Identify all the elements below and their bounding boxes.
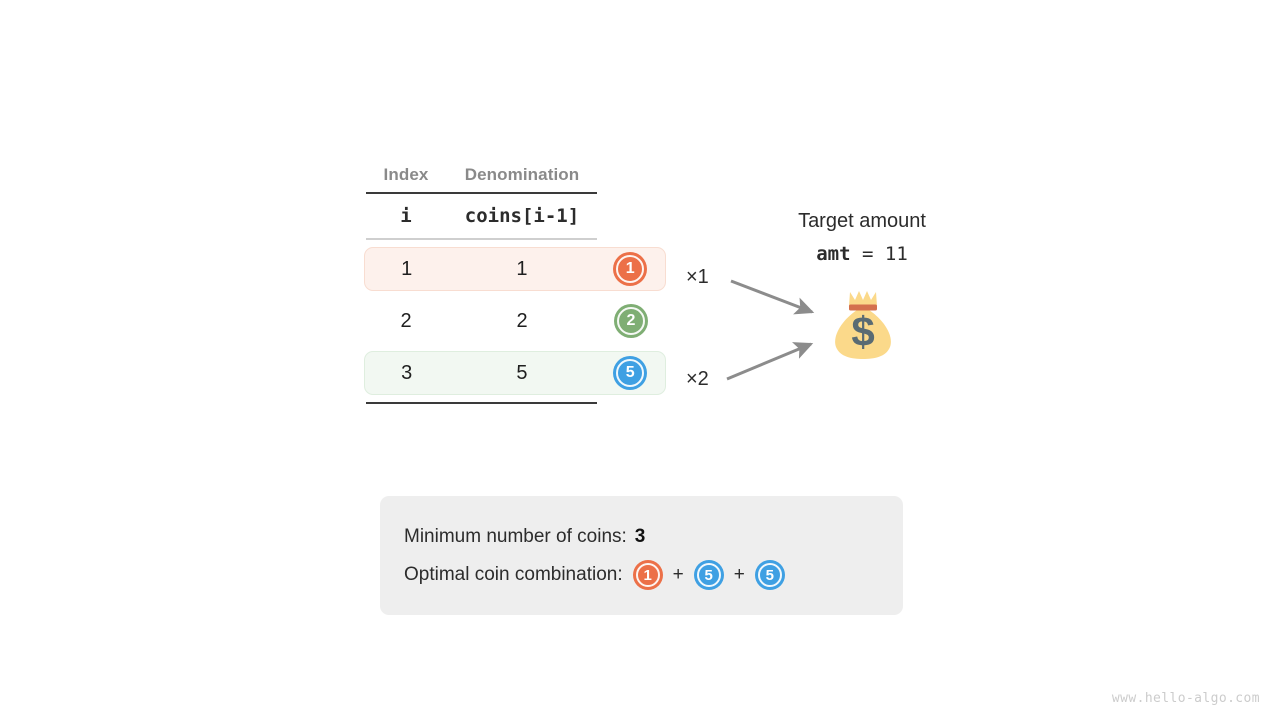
min-coins-value: 3 <box>634 526 646 547</box>
money-bag-icon: $ <box>828 288 898 360</box>
combination-coins: 1 + 5 + 5 <box>632 560 785 590</box>
target-amount-expression: amt = 11 <box>762 241 962 267</box>
cell-coin: 2 <box>596 304 666 338</box>
min-coins-label: Minimum number of coins: <box>404 526 627 547</box>
summary-min-coins-line: Minimum number of coins: 3 <box>404 518 879 556</box>
target-amount-block: Target amount amt = 11 <box>762 207 962 267</box>
bag-body <box>835 310 891 359</box>
coin-value: 1 <box>643 566 652 584</box>
plus-operator: + <box>733 564 745 585</box>
cell-index: 2 <box>400 309 412 332</box>
coin-icon: 2 <box>614 304 648 338</box>
table-bottom-rule <box>366 402 597 404</box>
combination-label: Optimal coin combination: <box>404 564 623 585</box>
table-top-rule <box>366 192 597 194</box>
coin-icon: 5 <box>693 560 724 590</box>
coin-value: 2 <box>626 312 636 329</box>
table-row[interactable]: 2 2 2 <box>364 299 666 343</box>
coin-icon: 1 <box>632 560 663 590</box>
arrow-coin-to-bag-2 <box>726 342 814 381</box>
summary-combination-line: Optimal coin combination: 1 + 5 + 5 <box>404 556 879 594</box>
summary-panel: Minimum number of coins: 3 Optimal coin … <box>380 496 903 615</box>
coin-icon: 5 <box>754 560 785 590</box>
watermark: www.hello-algo.com <box>1111 691 1260 706</box>
table-row[interactable]: 1 1 1 <box>364 247 666 291</box>
dollar-sign: $ <box>851 308 874 355</box>
target-amount-caption: Target amount <box>798 210 926 232</box>
coin-value: 5 <box>765 566 774 584</box>
subheader-coins: coins[i-1] <box>464 205 580 227</box>
subheader-i: i <box>400 205 412 227</box>
cell-coin: 5 <box>595 356 665 390</box>
coin-value: 5 <box>625 364 635 381</box>
multiplier-row-3: ×2 <box>686 368 709 390</box>
bag-band <box>849 304 877 311</box>
coin-icon: 1 <box>613 252 648 286</box>
multiplier-row-1: ×1 <box>686 266 709 288</box>
table-row[interactable]: 3 5 5 <box>364 351 666 395</box>
table-header-row: Index Denomination <box>364 158 666 192</box>
plus-operator: + <box>672 564 684 585</box>
bag-crown <box>849 291 877 306</box>
cell-denomination: 2 <box>516 309 528 332</box>
coin-value: 5 <box>704 566 713 584</box>
cell-denomination: 5 <box>516 361 528 384</box>
header-index: Index <box>383 165 429 184</box>
table-subheader-row: i coins[i-1] <box>364 194 666 238</box>
header-denomination: Denomination <box>464 165 580 184</box>
table-subheader-rule <box>366 238 597 240</box>
target-value: 11 <box>884 243 908 265</box>
target-equals: = <box>861 243 874 265</box>
coins-table: Index Denomination i coins[i-1] 1 1 1 2 … <box>364 158 666 404</box>
arrow-coin-to-bag-1 <box>730 279 815 315</box>
coin-icon: 5 <box>613 356 648 390</box>
target-var-name: amt <box>816 243 851 265</box>
cell-coin: 1 <box>595 252 665 286</box>
cell-index: 3 <box>401 361 413 384</box>
cell-index: 1 <box>401 257 413 280</box>
cell-denomination: 1 <box>516 257 528 280</box>
coin-value: 1 <box>625 260 635 277</box>
